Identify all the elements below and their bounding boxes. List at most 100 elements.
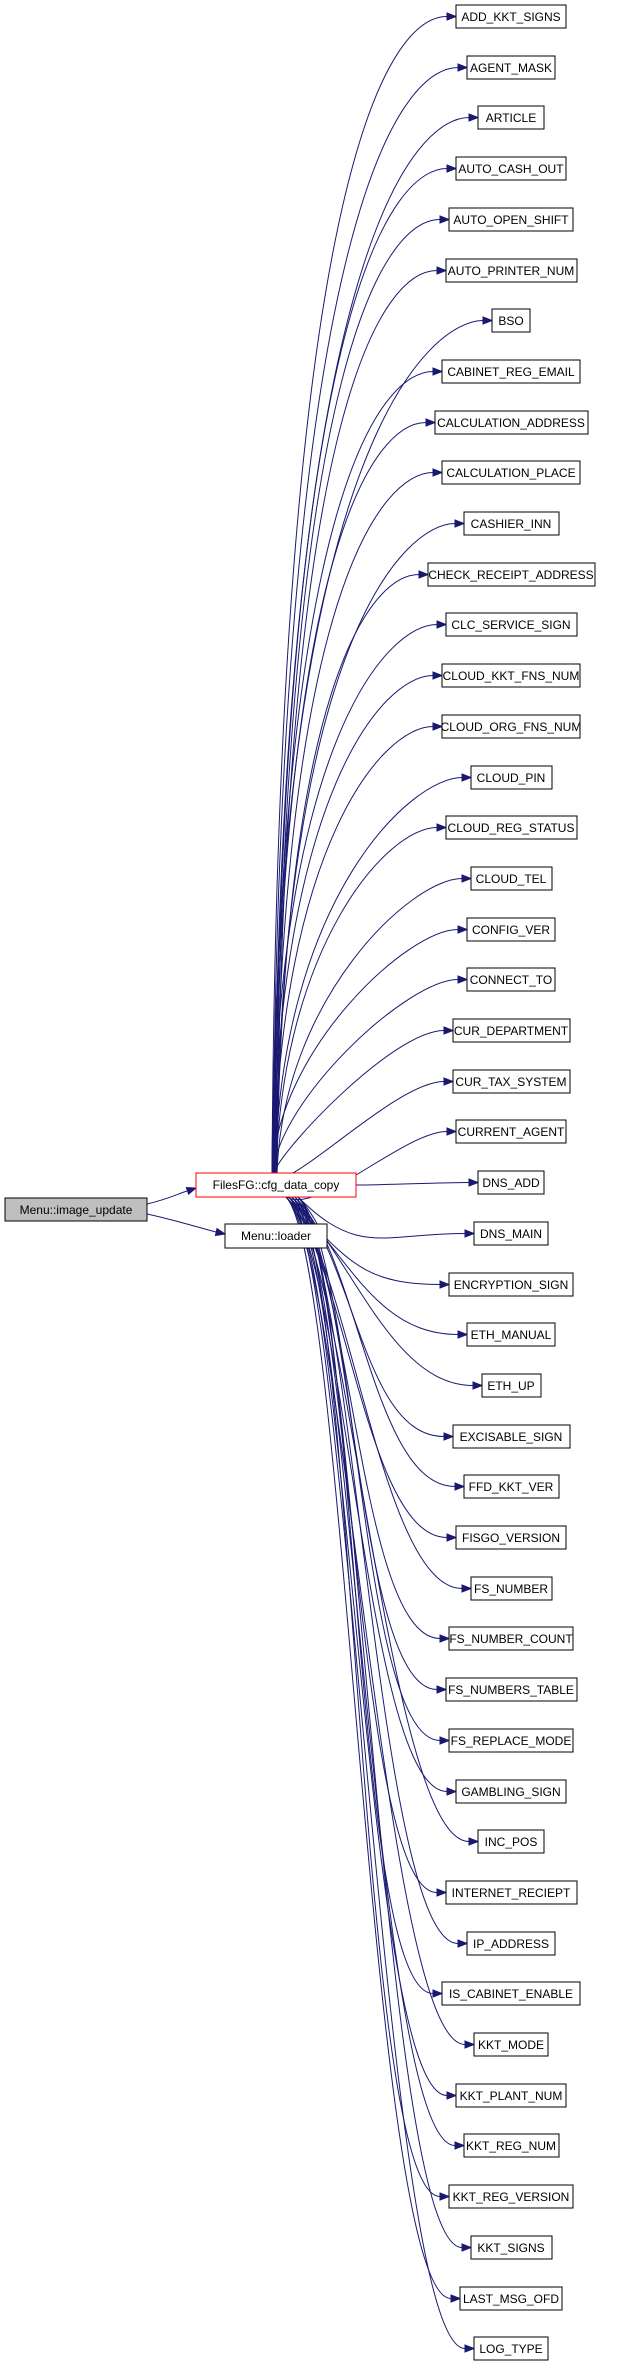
node-cloud-kkt-fns-num[interactable]: CLOUD_KKT_FNS_NUM [441, 663, 581, 688]
node-auto-printer-num-box [445, 258, 578, 283]
node-cloud-tel-label: CLOUD_TEL [476, 872, 547, 886]
node-add-kkt-signs[interactable]: ADD_KKT_SIGNS [455, 4, 567, 29]
node-article-box [477, 105, 545, 130]
edge-kkt-reg-num-arrow [454, 2141, 466, 2150]
node-ip-address-box [466, 1931, 556, 1956]
edge-bso-arrow [482, 316, 494, 325]
node-dns-add-box [477, 1170, 545, 1195]
edge-fs-numbers-table-arrow [436, 1685, 448, 1694]
node-internet-reciept[interactable]: INTERNET_RECIEPT [445, 1880, 578, 1905]
node-inc-pos[interactable]: INC_POS [477, 1829, 545, 1854]
edge-fisgo-version-arrow [446, 1533, 458, 1542]
node-ffd-kkt-ver[interactable]: FFD_KKT_VER [463, 1474, 560, 1499]
node-encryption-sign[interactable]: ENCRYPTION_SIGN [448, 1272, 574, 1297]
node-calculation-place[interactable]: CALCULATION_PLACE [441, 460, 581, 485]
node-auto-printer-num[interactable]: AUTO_PRINTER_NUM [445, 258, 578, 283]
node-clc-service-sign[interactable]: CLC_SERVICE_SIGN [445, 612, 578, 637]
node-fs-number-count[interactable]: FS_NUMBER_COUNT [448, 1626, 574, 1651]
edge-kkt-mode [285, 1196, 466, 2045]
edge-cabinet-reg-email [272, 371, 434, 1174]
node-is-cabinet-enable[interactable]: IS_CABINET_ENABLE [441, 1981, 581, 2006]
edge-last-msg-ofd-arrow [450, 2294, 462, 2303]
node-gambling-sign-label: GAMBLING_SIGN [461, 1785, 560, 1799]
node-dns-add[interactable]: DNS_ADD [477, 1170, 545, 1195]
edge-auto-printer-num-arrow [436, 266, 448, 275]
node-cur-tax-system[interactable]: CUR_TAX_SYSTEM [452, 1069, 571, 1094]
node-calculation-address-box [434, 410, 589, 435]
node-add-kkt-signs-box [455, 4, 567, 29]
node-eth-up[interactable]: ETH_UP [481, 1373, 542, 1398]
node-cloud-pin[interactable]: CLOUD_PIN [470, 765, 553, 790]
node-auto-printer-num-label: AUTO_PRINTER_NUM [448, 264, 574, 278]
node-kkt-reg-version[interactable]: KKT_REG_VERSION [448, 2184, 574, 2209]
edge-current-agent-arrow [446, 1127, 458, 1136]
node-dns-main[interactable]: DNS_MAIN [473, 1221, 549, 1246]
edge-kkt-signs-arrow [461, 2243, 473, 2252]
node-config-ver[interactable]: CONFIG_VER [466, 917, 556, 942]
node-kkt-reg-num[interactable]: KKT_REG_NUM [463, 2133, 560, 2158]
edge-auto-open-shift-arrow [439, 215, 451, 224]
node-calculation-address[interactable]: CALCULATION_ADDRESS [434, 410, 589, 435]
node-cashier-inn[interactable]: CASHIER_INN [463, 511, 560, 536]
node-kkt-signs[interactable]: KKT_SIGNS [470, 2235, 553, 2260]
edge-config-ver-arrow [457, 925, 469, 934]
node-eth-manual[interactable]: ETH_MANUAL [466, 1322, 556, 1347]
node-auto-cash-out-box [455, 156, 567, 181]
node-excisable-sign-box [452, 1424, 571, 1449]
node-ffd-kkt-ver-label: FFD_KKT_VER [469, 1480, 554, 1494]
node-sibling-label: Menu::loader [241, 1229, 311, 1243]
node-fs-numbers-table[interactable]: FS_NUMBERS_TABLE [445, 1677, 578, 1702]
edge-clc-service-sign [271, 624, 438, 1174]
edge-cur-department-arrow [443, 1026, 455, 1035]
node-fs-replace-mode[interactable]: FS_REPLACE_MODE [448, 1728, 574, 1753]
edge-ffd-kkt-ver-arrow [454, 1482, 466, 1491]
edge-kkt-reg-num [291, 1196, 456, 2146]
edge-kkt-mode-arrow [464, 2040, 476, 2049]
node-current-agent[interactable]: CURRENT_AGENT [455, 1119, 567, 1144]
edge-cloud-reg-status [275, 827, 438, 1174]
node-cloud-org-fns-num[interactable]: CLOUD_ORG_FNS_NUM [441, 714, 582, 739]
node-check-receipt-address-label: CHECK_RECEIPT_ADDRESS [428, 568, 593, 582]
node-check-receipt-address[interactable]: CHECK_RECEIPT_ADDRESS [427, 562, 596, 587]
node-eth-up-label: ETH_UP [487, 1379, 534, 1393]
node-bso[interactable]: BSO [491, 308, 531, 333]
node-root[interactable]: Menu::image_update [4, 1197, 148, 1222]
edge-connect-to-arrow [457, 975, 469, 984]
edge-internet-reciept-arrow [436, 1888, 448, 1897]
node-agent-mask-label: AGENT_MASK [470, 61, 552, 75]
node-cur-department[interactable]: CUR_DEPARTMENT [452, 1018, 571, 1043]
node-calculation-place-box [441, 460, 581, 485]
node-internet-reciept-box [445, 1880, 578, 1905]
node-auto-cash-out[interactable]: AUTO_CASH_OUT [455, 156, 567, 181]
node-kkt-plant-num[interactable]: KKT_PLANT_NUM [455, 2083, 567, 2108]
node-fisgo-version[interactable]: FISGO_VERSION [455, 1525, 567, 1550]
node-check-receipt-address-box [427, 562, 596, 587]
node-gambling-sign[interactable]: GAMBLING_SIGN [455, 1779, 567, 1804]
node-article[interactable]: ARTICLE [477, 105, 545, 130]
node-hub[interactable]: FilesFG::cfg_data_copy [195, 1172, 357, 1198]
node-excisable-sign[interactable]: EXCISABLE_SIGN [452, 1424, 571, 1449]
edge-dns-main-arrow [464, 1229, 476, 1238]
node-log-type-box [473, 2336, 549, 2361]
edge-check-receipt-address [276, 574, 420, 1174]
node-cloud-tel[interactable]: CLOUD_TEL [470, 866, 553, 891]
node-fs-number[interactable]: FS_NUMBER [470, 1576, 553, 1601]
node-connect-to[interactable]: CONNECT_TO [466, 967, 556, 992]
call-edges [146, 12, 494, 2353]
node-cabinet-reg-email[interactable]: CABINET_REG_EMAIL [441, 359, 581, 384]
node-cabinet-reg-email-box [441, 359, 581, 384]
node-cur-tax-system-label: CUR_TAX_SYSTEM [455, 1075, 566, 1089]
node-log-type-label: LOG_TYPE [479, 2342, 542, 2356]
node-cloud-reg-status[interactable]: CLOUD_REG_STATUS [445, 815, 578, 840]
node-fs-number-box [470, 1576, 553, 1601]
node-kkt-mode[interactable]: KKT_MODE [473, 2032, 549, 2057]
node-log-type[interactable]: LOG_TYPE [473, 2336, 549, 2361]
node-agent-mask[interactable]: AGENT_MASK [466, 55, 556, 80]
node-auto-open-shift[interactable]: AUTO_OPEN_SHIFT [448, 207, 574, 232]
node-ip-address[interactable]: IP_ADDRESS [466, 1931, 556, 1956]
node-last-msg-ofd[interactable]: LAST_MSG_OFD [459, 2286, 563, 2311]
node-sibling[interactable]: Menu::loader [224, 1223, 328, 1249]
node-clc-service-sign-box [445, 612, 578, 637]
node-kkt-plant-num-box [455, 2083, 567, 2108]
